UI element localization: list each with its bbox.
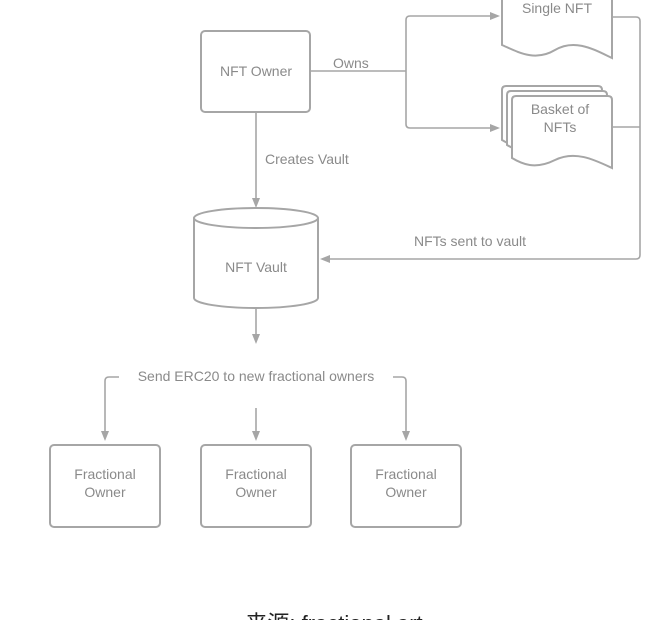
nfts-sent-edge: NFTs sent to vault (320, 16, 641, 263)
arrow-head (320, 255, 330, 263)
send-erc20-label: Send ERC20 to new fractional owners (138, 368, 375, 384)
single-nft-label: Single NFT (522, 0, 592, 16)
arrow-head (252, 334, 260, 344)
nft-vault-label: NFT Vault (225, 259, 287, 275)
arrow-head (402, 431, 410, 441)
fractional-owner-node: Fractional Owner (200, 444, 312, 528)
fractional-owner-line1: Fractional (74, 466, 135, 482)
arrow-head (490, 124, 500, 132)
basket-of-nfts-node: Basket of NFTs (501, 85, 613, 170)
basket-label-line2: NFTs (544, 119, 577, 135)
nft-owner-node: NFT Owner (200, 30, 311, 113)
single-nft-node: Single NFT (501, 0, 613, 60)
creates-vault-label: Creates Vault (265, 151, 349, 167)
arrow-head (252, 431, 260, 441)
send-erc20-edge: Send ERC20 to new fractional owners (101, 368, 410, 441)
fractional-owner-node: Fractional Owner (49, 444, 161, 528)
figure-caption: 来源: fractional.art (245, 611, 422, 620)
fractional-owner-line1: Fractional (375, 466, 436, 482)
fractional-owner-line2: Owner (235, 484, 277, 500)
basket-label-line1: Basket of (531, 101, 589, 117)
owns-label: Owns (333, 55, 369, 71)
owns-edge: Owns (310, 12, 500, 132)
nft-vault-node: NFT Vault (193, 207, 319, 309)
fractional-owner-line2: Owner (84, 484, 126, 500)
fractional-owner-line1: Fractional (225, 466, 286, 482)
arrow-head (490, 12, 500, 20)
arrow-head (252, 198, 260, 208)
arrow-head (101, 431, 109, 441)
fractional-owner-node: Fractional Owner (350, 444, 462, 528)
creates-vault-edge: Creates Vault (252, 112, 349, 208)
vault-out-edge (252, 308, 260, 344)
nfts-sent-label: NFTs sent to vault (414, 233, 526, 249)
fractional-owner-line2: Owner (385, 484, 427, 500)
nft-owner-label: NFT Owner (220, 63, 292, 79)
